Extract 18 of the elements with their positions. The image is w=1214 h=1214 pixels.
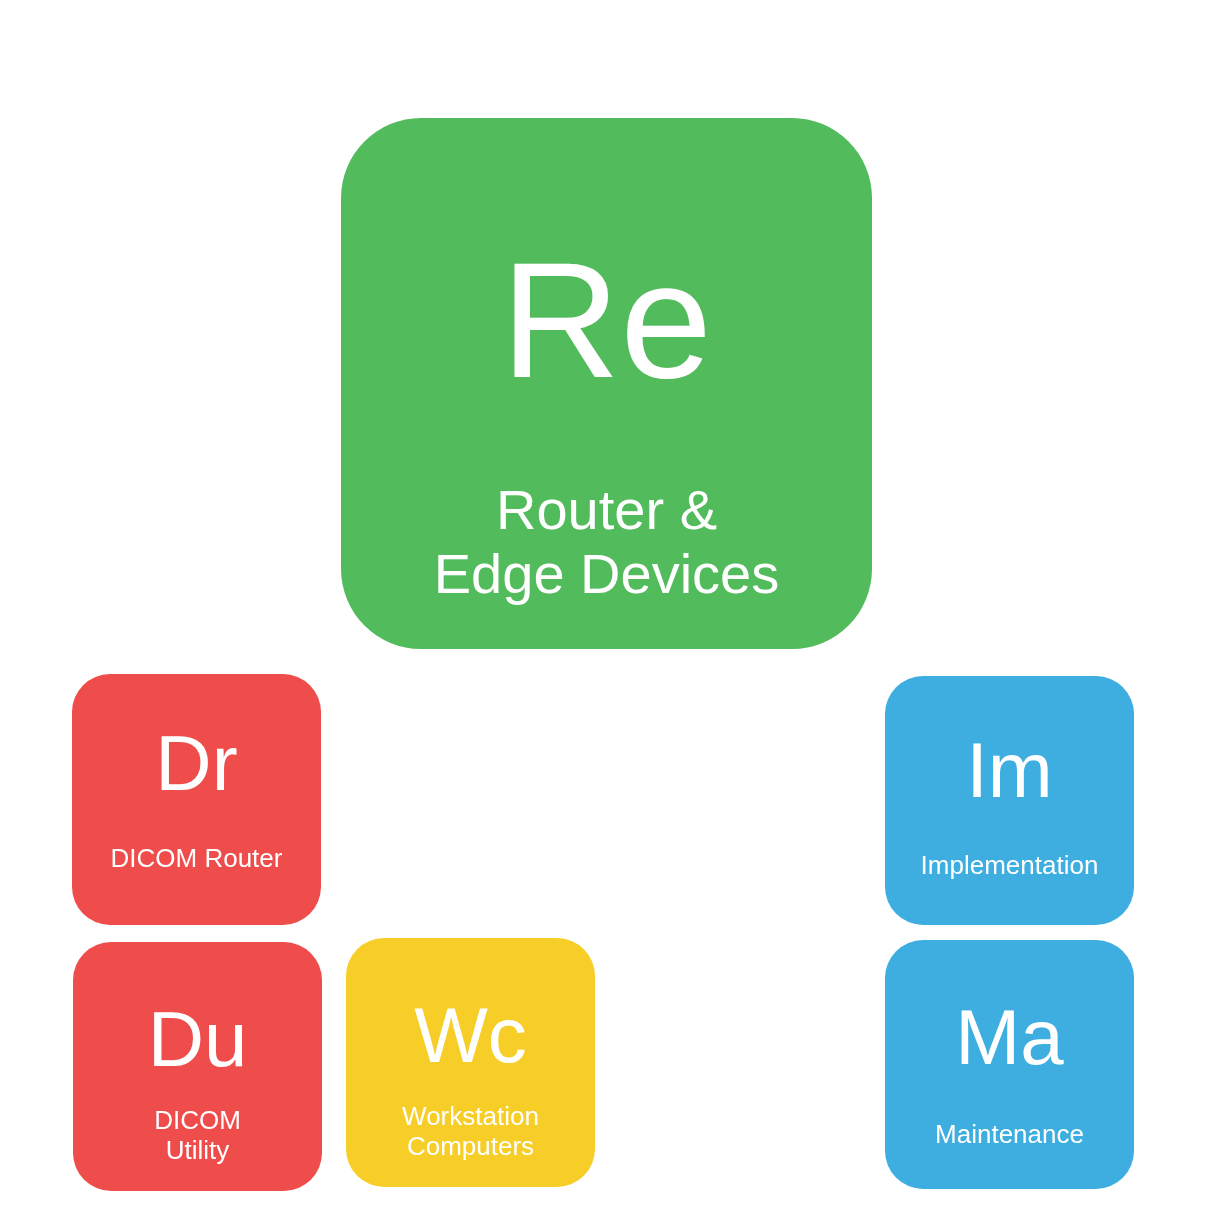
element-symbol: Re (501, 238, 712, 403)
element-tile (346, 938, 595, 1187)
element-symbol: Wc (414, 996, 527, 1074)
element-symbol: Du (147, 1000, 248, 1078)
element-tile (885, 940, 1134, 1189)
element-tile (72, 674, 321, 925)
element-tile (341, 118, 872, 649)
element-name: DICOM Router (110, 844, 283, 874)
element-tile (73, 942, 322, 1191)
element-symbol: Ma (955, 998, 1064, 1076)
element-symbol: Dr (155, 724, 238, 802)
element-name: Maintenance (935, 1120, 1084, 1150)
element-name: DICOM Utility (153, 1106, 242, 1166)
element-symbol: Im (966, 731, 1053, 809)
element-tile (885, 676, 1134, 925)
element-name: Workstation Computers (401, 1102, 540, 1162)
element-name: Router & Edge Devices (432, 478, 781, 607)
element-name: Implementation (920, 851, 1099, 881)
